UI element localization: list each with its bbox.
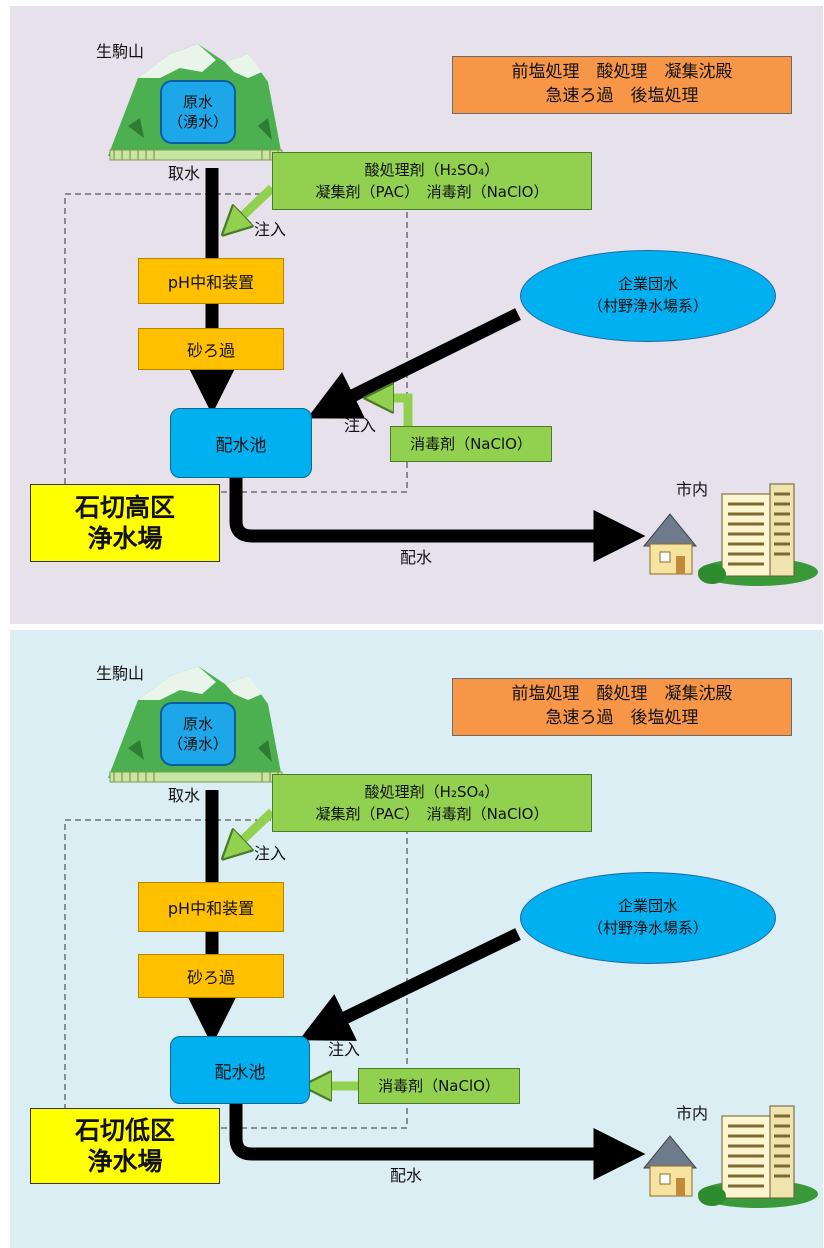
distribution-reservoir: 配水池 [170, 1036, 310, 1104]
raw-water-label: 原水 [182, 92, 213, 111]
city-label: 市内 [676, 480, 709, 499]
enterprise-line-1: 企業団水 [617, 897, 678, 916]
inject-label-1: 注入 [254, 844, 287, 863]
ph-neutralizer: pH中和装置 [138, 258, 284, 304]
treatment-line-2: 急速ろ過 後塩処理 [545, 86, 699, 106]
treatment-line-2: 急速ろ過 後塩処理 [545, 708, 699, 728]
flow-art [64, 666, 818, 1208]
building-icon [698, 483, 818, 586]
sand-filter: 砂ろ過 [138, 328, 284, 370]
treatment-line-1: 前塩処理 酸処理 凝集沈殿 [511, 684, 733, 705]
chemicals-line-1: 酸処理剤（H₂SO₄） [364, 160, 500, 179]
diagram-panel-ishikiri-high: 生駒山 原水 （湧水） 取水 前塩処理 酸処理 凝集沈殿 急速ろ過 後塩処理 酸… [10, 6, 823, 624]
inject-label-2: 注入 [328, 1040, 361, 1059]
flow-art [64, 44, 818, 586]
plant-name-line-1: 石切低区 [74, 1115, 175, 1145]
house-icon [642, 513, 698, 575]
enterprise-water-source: 企業団水 （村野浄水場系） [520, 250, 776, 342]
plant-name-line-2: 浄水場 [87, 1147, 163, 1176]
distribution-label: 配水 [390, 1166, 423, 1185]
raw-water-label: 原水 [182, 714, 213, 733]
distribution-reservoir: 配水池 [170, 408, 312, 478]
enterprise-line-2: （村野浄水場系） [587, 297, 708, 315]
mountain-label: 生駒山 [96, 664, 145, 683]
intake-label: 取水 [168, 164, 201, 183]
raw-water-source: 原水 （湧水） [160, 702, 236, 766]
plant-name-label: 石切低区 浄水場 [30, 1108, 220, 1184]
mountain-label: 生駒山 [96, 42, 145, 61]
ph-neutralizer: pH中和装置 [138, 882, 284, 932]
treatment-line-1: 前塩処理 酸処理 凝集沈殿 [511, 62, 733, 83]
chemicals-line-2: 凝集剤（PAC） 消毒剤（NaClO） [315, 183, 549, 201]
treatment-methods-box: 前塩処理 酸処理 凝集沈殿 急速ろ過 後塩処理 [452, 56, 792, 114]
disinfectant-box: 消毒剤（NaClO） [390, 426, 552, 462]
raw-water-sub: （湧水） [167, 735, 228, 753]
raw-water-source: 原水 （湧水） [160, 80, 236, 144]
raw-water-sub: （湧水） [167, 113, 228, 131]
inject-label-1: 注入 [254, 220, 287, 239]
city-label: 市内 [676, 1104, 709, 1123]
plant-name-line-2: 浄水場 [87, 524, 163, 553]
distribution-label: 配水 [400, 548, 433, 567]
disinfectant-box: 消毒剤（NaClO） [358, 1068, 520, 1104]
inject-label-2: 注入 [344, 416, 377, 435]
chemicals-box: 酸処理剤（H₂SO₄） 凝集剤（PAC） 消毒剤（NaClO） [272, 152, 592, 210]
plant-name-label: 石切高区 浄水場 [30, 484, 220, 562]
sand-filter: 砂ろ過 [138, 954, 284, 998]
chemicals-line-1: 酸処理剤（H₂SO₄） [364, 782, 500, 801]
plant-name-line-1: 石切高区 [74, 492, 175, 522]
chemicals-box: 酸処理剤（H₂SO₄） 凝集剤（PAC） 消毒剤（NaClO） [272, 774, 592, 832]
building-icon [698, 1105, 818, 1208]
treatment-methods-box: 前塩処理 酸処理 凝集沈殿 急速ろ過 後塩処理 [452, 678, 792, 736]
diagram-panel-ishikiri-low: 生駒山 原水 （湧水） 取水 前塩処理 酸処理 凝集沈殿 急速ろ過 後塩処理 酸… [10, 630, 823, 1248]
house-icon [642, 1135, 698, 1197]
enterprise-water-source: 企業団水 （村野浄水場系） [520, 872, 776, 964]
enterprise-line-2: （村野浄水場系） [587, 919, 708, 937]
enterprise-line-1: 企業団水 [617, 275, 678, 294]
intake-label: 取水 [168, 786, 201, 805]
chemicals-line-2: 凝集剤（PAC） 消毒剤（NaClO） [315, 805, 549, 823]
